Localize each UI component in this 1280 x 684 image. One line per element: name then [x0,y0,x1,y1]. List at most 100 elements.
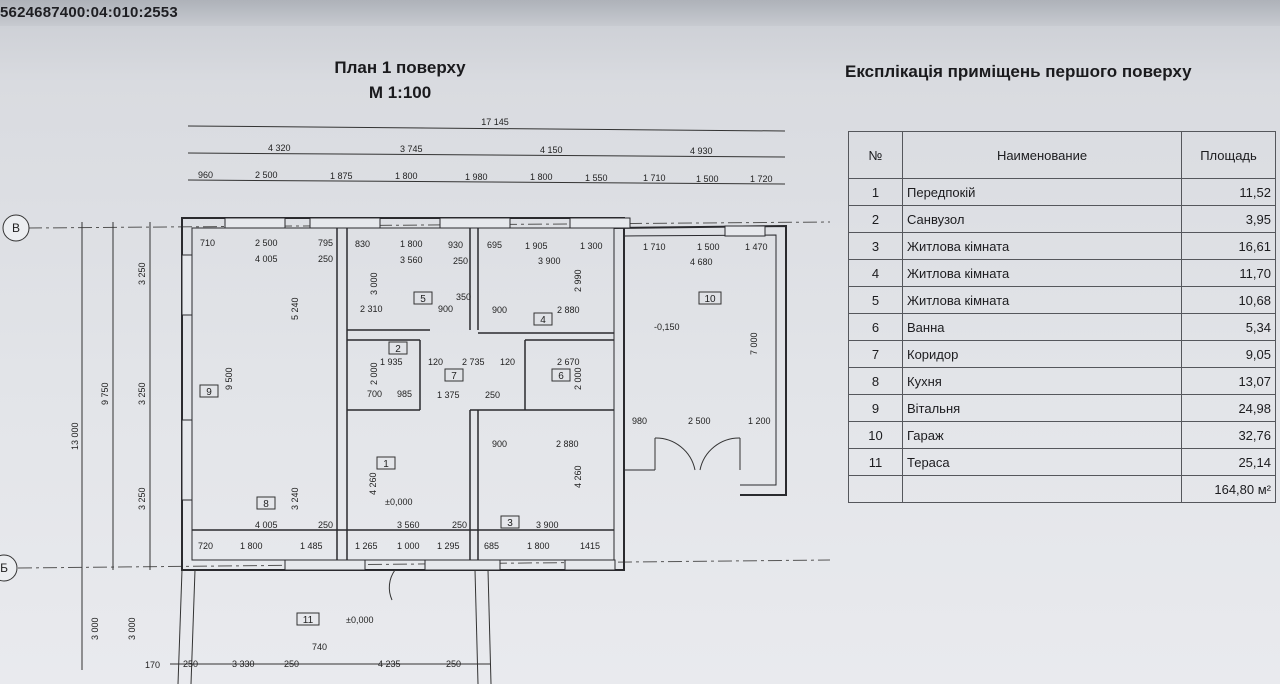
dim-text: 4 680 [690,257,713,267]
row-number: 10 [848,421,903,449]
dim-text: 1 265 [355,541,378,551]
table-total-row: 164,80 м² [848,475,1276,503]
room-area: 25,14 [1181,448,1276,476]
dim-text: 900 [492,305,507,315]
dim-text: 1 800 [527,541,550,551]
dim-text: 720 [198,541,213,551]
dim-text: 4 260 [573,465,583,488]
dim-text: 1 485 [300,541,323,551]
dim-text: 2 500 [255,170,278,180]
dim-text: 710 [200,238,215,248]
dim-text: 695 [487,240,502,250]
dim-text: 2 670 [557,357,580,367]
room-name: Ванна [902,313,1182,341]
room-number: 4 [540,315,546,326]
dim-text: 685 [484,541,499,551]
dim-text: 5 240 [290,297,300,320]
dim-text: 4 930 [690,146,713,156]
axis-marker-bb [0,554,18,582]
room-name: Житлова кімната [902,232,1182,260]
row-number: 8 [848,367,903,395]
room-area: 10,68 [1181,286,1276,314]
dim-text: 1 300 [580,241,603,251]
dim-text: 4 005 [255,520,278,530]
room-area: 16,61 [1181,232,1276,260]
dim-text: 2 310 [360,304,383,314]
dim-text: 3 560 [397,520,420,530]
dim-text: 3 745 [400,144,423,154]
dim-text: 700 [367,389,382,399]
dim-text: 985 [397,389,412,399]
room-number: 6 [558,371,564,382]
dim-text: 1 980 [465,172,488,182]
row-number: 5 [848,286,903,314]
row-number: 1 [848,178,903,206]
dim-text: 1 375 [437,390,460,400]
floor-plan-drawing: В Б 17 145 4 320 3 745 4 150 4 930 960 2… [0,117,830,684]
dim-text: 1 905 [525,241,548,251]
dim-text: 9 500 [224,367,234,390]
dim-text: 2 735 [462,357,485,367]
dim-text: 2 990 [573,269,583,292]
room-name: Коридор [902,340,1182,368]
dim-text: 250 [284,659,299,669]
room-name: Тераса [902,448,1182,476]
room-area: 5,34 [1181,313,1276,341]
dim-text: 1 875 [330,171,353,181]
row-number: 11 [848,448,903,476]
dim-overall: 17 145 [481,117,509,127]
axis-line-b [27,221,830,229]
dim-text: 250 [485,390,500,400]
dim-text: 2 500 [255,238,278,248]
dim-text: 830 [355,239,370,249]
dim-text: 1 500 [697,242,720,252]
total-empty-cell [848,475,903,503]
column-header-no: № [848,131,903,179]
dim-text: 2 000 [369,362,379,385]
room-number: 11 [303,615,314,626]
table-header-row: № Наименование Площадь [848,131,1276,179]
total-area: 164,80 м² [1181,475,1276,503]
dim-text: 2 500 [688,416,711,426]
inner-walls [192,228,614,560]
dim-text: 120 [428,357,443,367]
dim-text: 3 240 [290,487,300,510]
dim-text: 1 800 [240,541,263,551]
dim-text: 3 250 [137,487,147,510]
dim-text: 930 [448,240,463,250]
dim-text: 1 800 [530,172,553,182]
total-empty-cell [902,475,1182,503]
axis-label-bb: Б [0,561,8,575]
dim-text: 250 [318,254,333,264]
dim-text: 1 710 [643,173,666,183]
dim-text: 960 [198,170,213,180]
axis-line-bb [17,559,830,569]
plan-title-block: План 1 поверху М 1:100 [300,55,500,105]
dim-text: 900 [438,304,453,314]
dim-text: 4 005 [255,254,278,264]
dim-text: 3 000 [369,272,379,295]
sheet-top-edge [0,0,1280,26]
row-number: 2 [848,205,903,233]
dim-text: 9 750 [100,382,110,405]
axis-marker-b [2,214,30,242]
room-number: 8 [263,499,269,510]
room-number: 9 [206,387,212,398]
row-number: 3 [848,232,903,260]
dim-text: 1 800 [395,171,418,181]
dim-text: 1 550 [585,173,608,183]
garage-door [654,437,741,471]
room-name: Гараж [902,421,1182,449]
parcel-number: 5624687400:04:010:2553 [0,4,178,21]
dim-text: 3 250 [137,382,147,405]
dim-text: 1415 [580,541,600,551]
dim-text: 3 250 [137,262,147,285]
room-number: 10 [704,294,716,305]
